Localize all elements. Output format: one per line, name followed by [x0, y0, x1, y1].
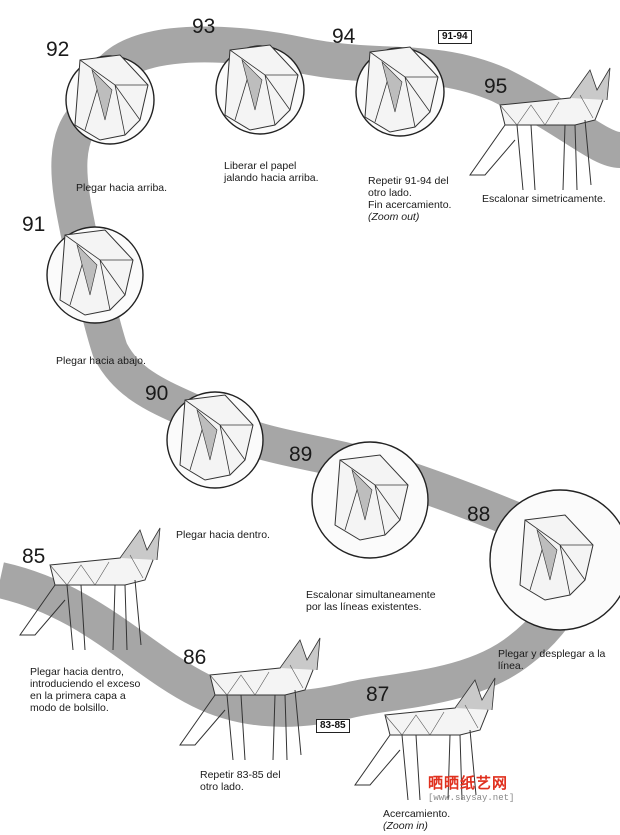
watermark-title: 晒晒纸艺网	[428, 775, 509, 792]
step-91-caption: Plegar hacia abajo.	[56, 355, 146, 367]
step-89-drawing	[311, 441, 429, 559]
step-90-number: 90	[145, 382, 169, 405]
watermark: 晒晒纸艺网 [www.saysay.net]	[428, 772, 514, 803]
step-91-number: 91	[22, 213, 46, 236]
ref-box-83-85: 83-85	[316, 719, 350, 733]
step-88-number: 88	[467, 503, 491, 526]
step-94-drawing	[355, 46, 445, 137]
ref-box-91-94: 91-94	[438, 30, 472, 44]
step-85-number: 85	[22, 545, 46, 568]
step-92-caption: Plegar hacia arriba.	[76, 182, 168, 194]
step-92-drawing	[65, 54, 155, 145]
step-87-caption: Acercamiento.(Zoom in)	[383, 808, 451, 832]
step-93-drawing	[215, 44, 305, 135]
step-90-caption: Plegar hacia dentro.	[176, 529, 270, 541]
step-88-drawing	[489, 489, 620, 631]
watermark-url: [www.saysay.net]	[428, 793, 515, 803]
step-90-drawing	[166, 391, 264, 489]
step-91-drawing	[46, 226, 144, 324]
step-92-number: 92	[46, 38, 70, 61]
step-85-caption: Plegar hacia dentro,introduciendo el exc…	[30, 666, 141, 714]
step-94-number: 94	[332, 25, 356, 48]
step-89-number: 89	[289, 443, 313, 466]
step-95-caption: Escalonar simetricamente.	[482, 193, 606, 205]
step-87-number: 87	[366, 683, 390, 706]
step-86-number: 86	[183, 646, 207, 669]
step-95-number: 95	[484, 75, 508, 98]
step-93-number: 93	[192, 15, 216, 38]
